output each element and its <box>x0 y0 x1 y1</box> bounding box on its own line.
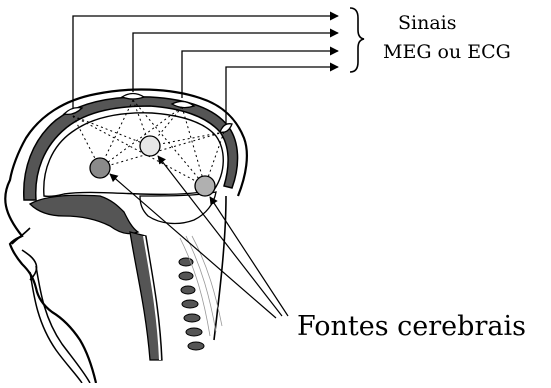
vertebra <box>182 300 198 308</box>
sensor-wire-4 <box>226 67 338 125</box>
sensor-wire-1 <box>73 16 338 108</box>
source-top-light <box>140 136 160 156</box>
vertebrae <box>179 258 204 350</box>
source-right-mid <box>195 176 215 196</box>
signals-label-line1: Sinais <box>398 12 456 34</box>
source-left-dark <box>90 158 110 178</box>
sensor-2 <box>122 94 144 100</box>
vertebra <box>184 314 200 322</box>
skull-base <box>30 195 138 233</box>
signal-brace <box>350 8 364 72</box>
throat-tube <box>30 266 90 383</box>
vertebra <box>186 328 202 336</box>
vertebra <box>181 286 195 294</box>
sensor-wire-3 <box>182 51 338 98</box>
cerebellum <box>140 192 216 223</box>
vertebra <box>188 342 204 350</box>
sensor-wire-2 <box>133 33 338 92</box>
signals-label-line2: MEG ou ECG <box>383 41 511 63</box>
pointer-to-right-source <box>210 197 288 316</box>
vertebra <box>179 272 193 280</box>
sources-label: Fontes cerebrais <box>297 311 526 342</box>
